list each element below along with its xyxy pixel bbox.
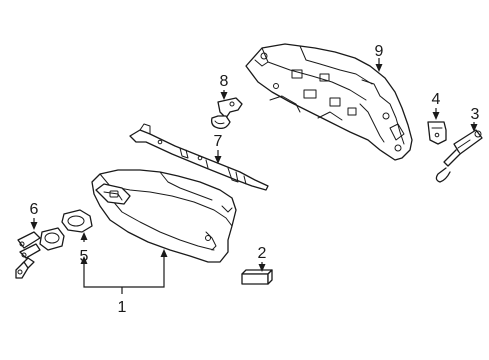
arrow-1b <box>160 249 168 257</box>
leader-lines <box>30 58 478 294</box>
callout-4: 4 <box>432 91 441 108</box>
arrow-6 <box>30 222 38 230</box>
callout-7: 7 <box>214 133 223 150</box>
striker-bracket-part <box>210 97 243 130</box>
arrow-7 <box>214 156 222 164</box>
glove-box-door-part <box>91 169 237 263</box>
callout-labels: 1 2 3 4 5 6 7 8 9 <box>30 43 480 316</box>
arrow-1a <box>80 256 88 264</box>
callout-5: 5 <box>80 248 89 265</box>
lock-cover-part <box>61 209 93 233</box>
reinforcement-bar-part <box>129 123 269 191</box>
arrow-2 <box>258 264 266 272</box>
damper-cylinder-part <box>435 129 483 183</box>
callout-1: 1 <box>118 299 127 316</box>
callout-9: 9 <box>375 43 384 60</box>
arrow-3 <box>470 124 478 132</box>
glove-box-housing-part <box>245 43 413 161</box>
leader-1 <box>83 255 165 288</box>
callout-6: 6 <box>30 201 39 218</box>
callout-2: 2 <box>258 245 267 262</box>
lock-cylinder-part <box>15 227 65 279</box>
arrow-5 <box>80 232 88 240</box>
arrow-8 <box>220 92 228 100</box>
small-bracket-part <box>427 121 447 145</box>
callout-8: 8 <box>220 73 229 90</box>
bumper-stop-part <box>241 269 273 285</box>
arrow-4 <box>432 112 440 120</box>
arrow-9 <box>375 64 383 72</box>
callout-3: 3 <box>471 106 480 123</box>
